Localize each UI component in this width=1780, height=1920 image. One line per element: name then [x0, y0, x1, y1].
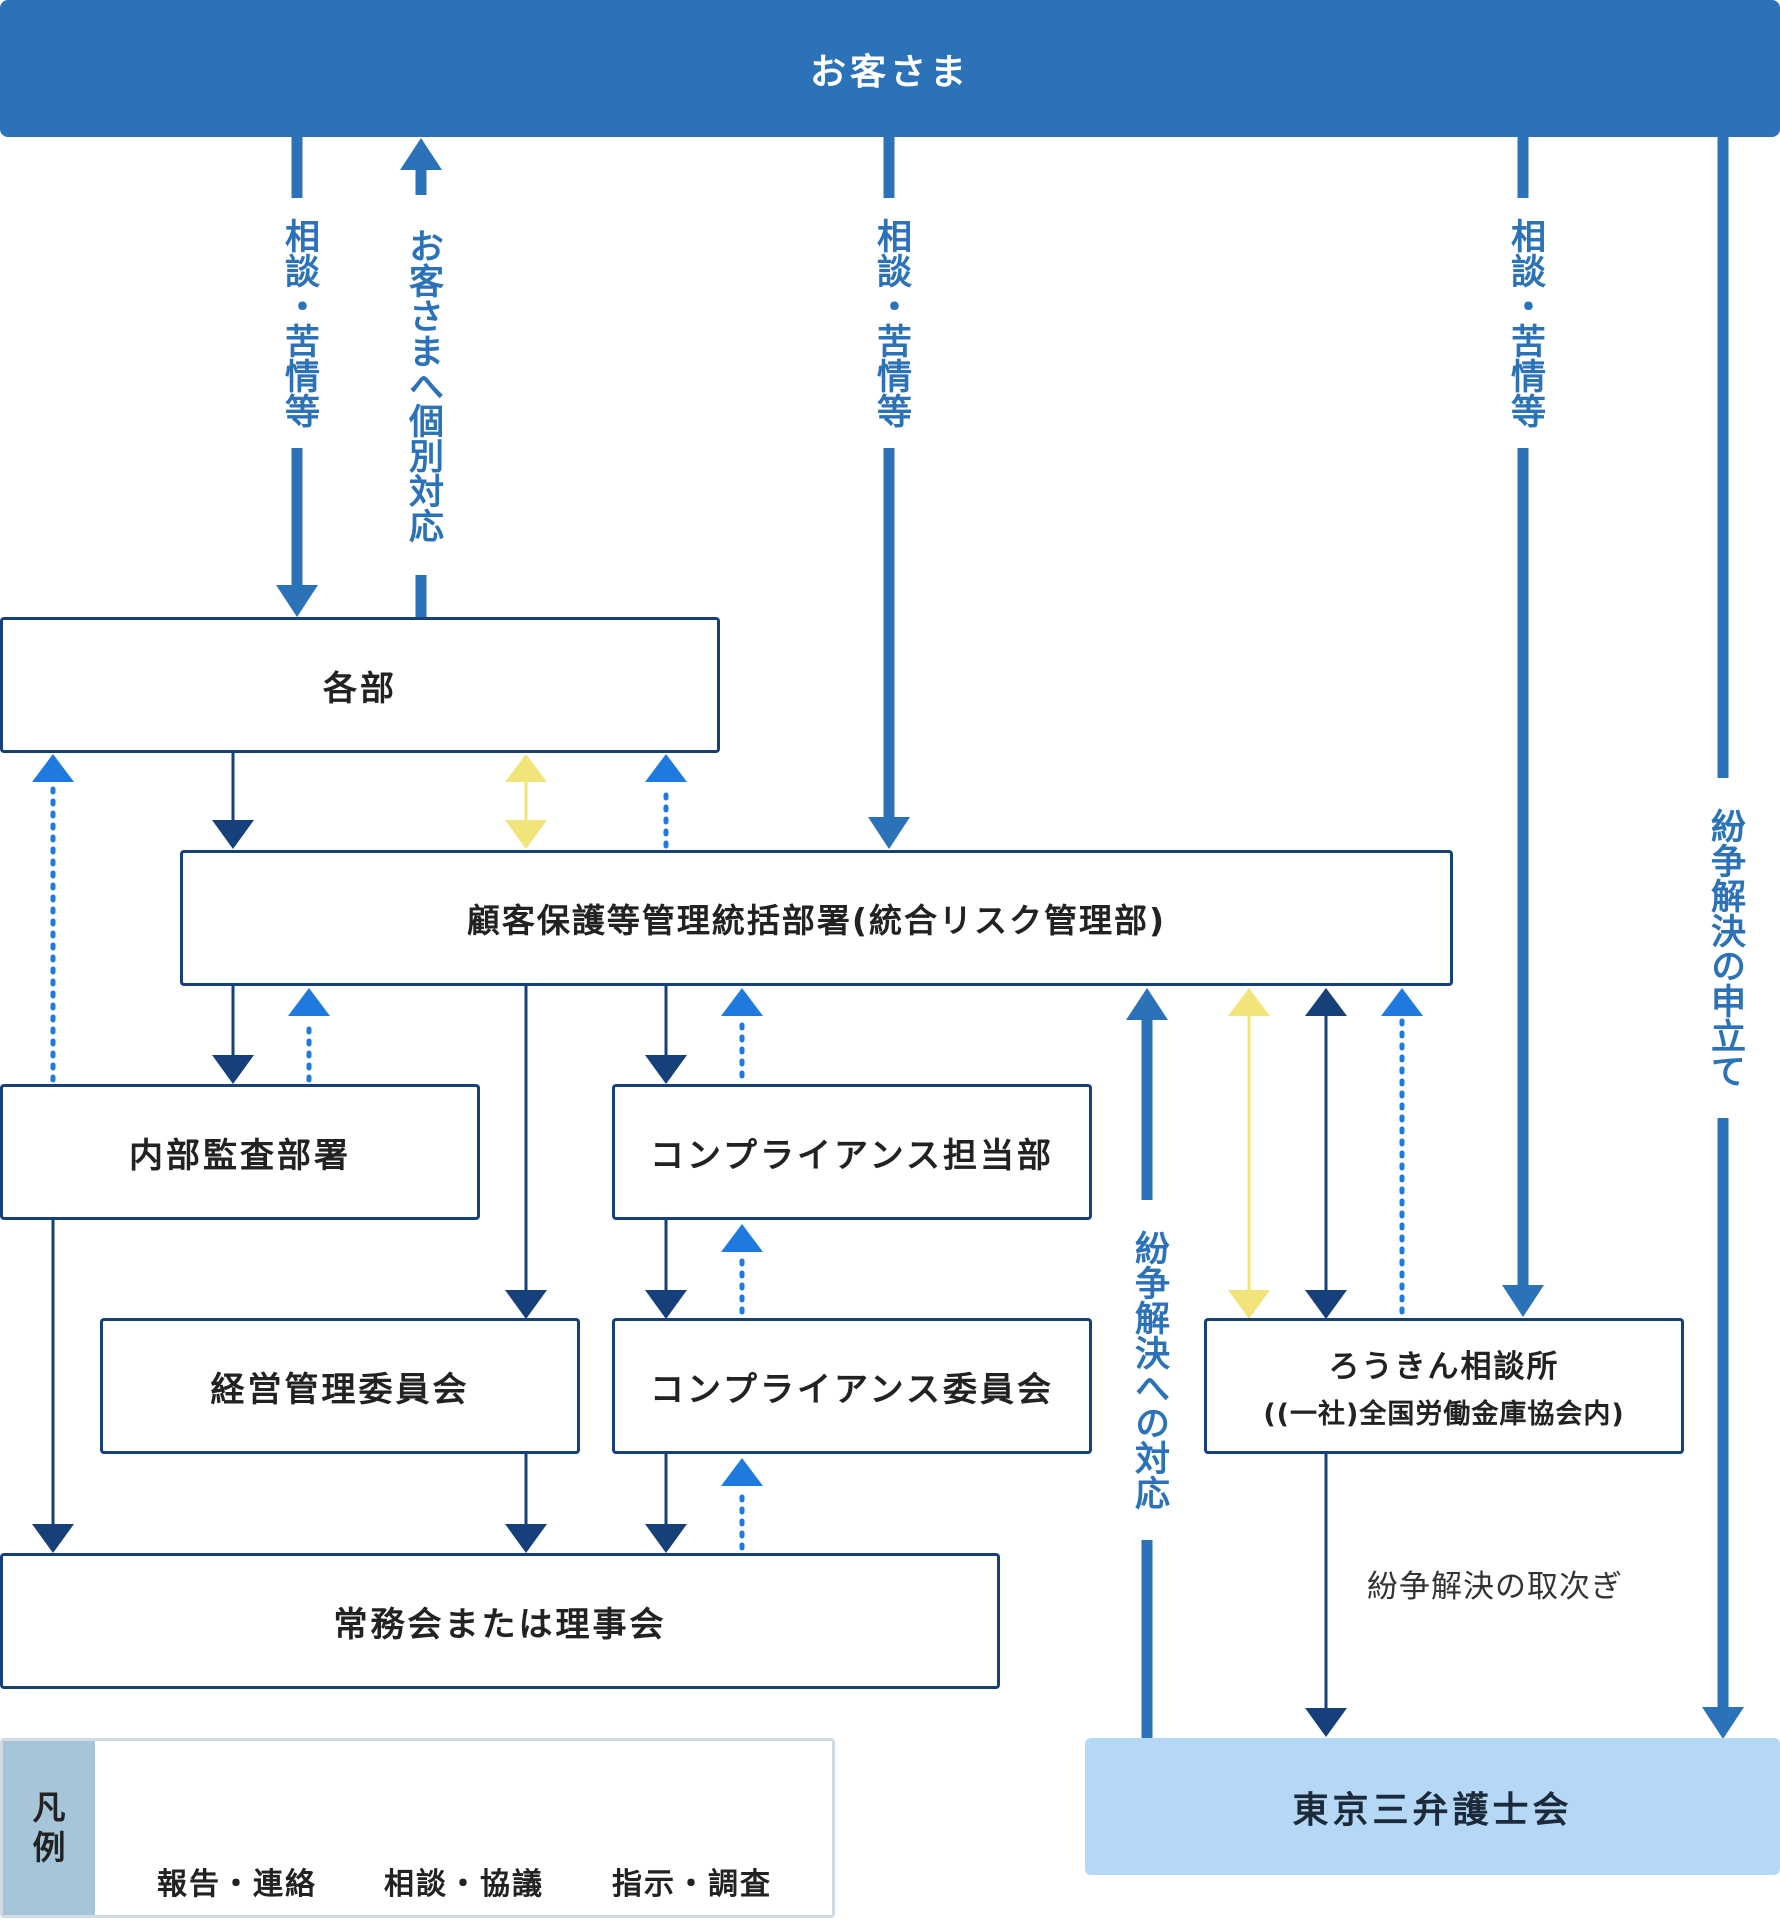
arrow-integrated-consultation-consult	[1228, 988, 1270, 1319]
arrow-integrated-consultation-report	[1305, 988, 1347, 1319]
edge-label-dispute-response: 紛争解決への対応	[1125, 1200, 1169, 1540]
arrow-kakubu-integrated-consult	[505, 754, 547, 849]
arrow-consultation-to-bar	[1305, 1454, 1347, 1737]
arrow-integrated-to-kakubu-instruct	[645, 754, 687, 849]
customer-banner: お客さま	[0, 0, 1780, 137]
arrow-audit-to-kakubu-instruct	[32, 754, 74, 1083]
arrow-integrated-to-management	[505, 986, 547, 1319]
node-kakubu: 各部	[0, 617, 720, 753]
arrow-committee-to-compliance-dept-instruct	[721, 1224, 763, 1315]
arrow-audit-to-integrated-instruct	[288, 988, 330, 1083]
node-kakubu-label: 各部	[323, 668, 397, 709]
legend-report-label: 報告・連絡	[157, 1867, 317, 1902]
node-bar-association-label: 東京三弁護士会	[1292, 1789, 1573, 1831]
edge-label-consult-2: 相談・苦情等	[867, 198, 911, 448]
edge-label-dispute-application: 紛争解決の申立て	[1701, 778, 1745, 1118]
edge-label-consult-1: 相談・苦情等	[275, 198, 319, 448]
node-board-label: 常務会または理事会	[333, 1604, 667, 1645]
node-compliance-dept-label: コンプライアンス担当部	[650, 1135, 1054, 1176]
node-bar-association: 東京三弁護士会	[1085, 1738, 1780, 1875]
arrow-consultation-to-integrated-instruct	[1381, 988, 1423, 1315]
legend-title-char-2: 例	[32, 1828, 66, 1867]
node-consultation-office: ろうきん相談所 ((一社)全国労働金庫協会内)	[1204, 1318, 1684, 1454]
node-internal-audit-label: 内部監査部署	[129, 1135, 351, 1176]
legend-instruct-label: 指示・調査	[612, 1867, 772, 1902]
node-integrated: 顧客保護等管理統括部署(統合リスク管理部)	[180, 850, 1453, 986]
node-internal-audit: 内部監査部署	[0, 1084, 480, 1220]
arrow-compliance-dept-to-integrated-instruct	[721, 988, 763, 1079]
legend-consult-label: 相談・協議	[384, 1867, 544, 1902]
arrow-board-to-committee-instruct	[721, 1458, 763, 1551]
node-compliance-committee-label: コンプライアンス委員会	[650, 1369, 1054, 1410]
node-compliance-dept: コンプライアンス担当部	[612, 1084, 1092, 1220]
node-board: 常務会または理事会	[0, 1553, 1000, 1689]
node-consultation-office-label: ろうきん相談所	[1328, 1349, 1560, 1385]
node-consultation-office-sub: ((一社)全国労働金庫協会内)	[1263, 1399, 1625, 1430]
node-management-committee: 経営管理委員会	[100, 1318, 580, 1454]
legend: 凡 例 報告・連絡 相談・協議 指示・調査	[0, 1738, 835, 1918]
arrow-kakubu-to-integrated	[212, 753, 254, 849]
arrow-committee-to-board	[645, 1454, 687, 1553]
edge-label-individual-response: お客さまへ個別対応	[399, 195, 443, 575]
customer-label: お客さま	[809, 51, 970, 93]
edge-label-consult-3: 相談・苦情等	[1501, 198, 1545, 448]
arrow-audit-to-board	[32, 1220, 74, 1553]
node-compliance-committee: コンプライアンス委員会	[612, 1318, 1092, 1454]
arrow-compliance-dept-to-committee	[645, 1220, 687, 1319]
arrow-integrated-to-audit	[212, 986, 254, 1084]
node-integrated-label: 顧客保護等管理統括部署(統合リスク管理部)	[466, 901, 1167, 940]
arrow-management-to-board	[505, 1454, 547, 1553]
legend-title: 凡 例	[3, 1741, 95, 1915]
legend-title-char-1: 凡	[32, 1788, 66, 1827]
node-management-committee-label: 経営管理委員会	[210, 1369, 470, 1410]
arrow-integrated-to-compliance-dept	[645, 986, 687, 1084]
edge-label-dispute-forwarding: 紛争解決の取次ぎ	[1367, 1569, 1623, 1605]
